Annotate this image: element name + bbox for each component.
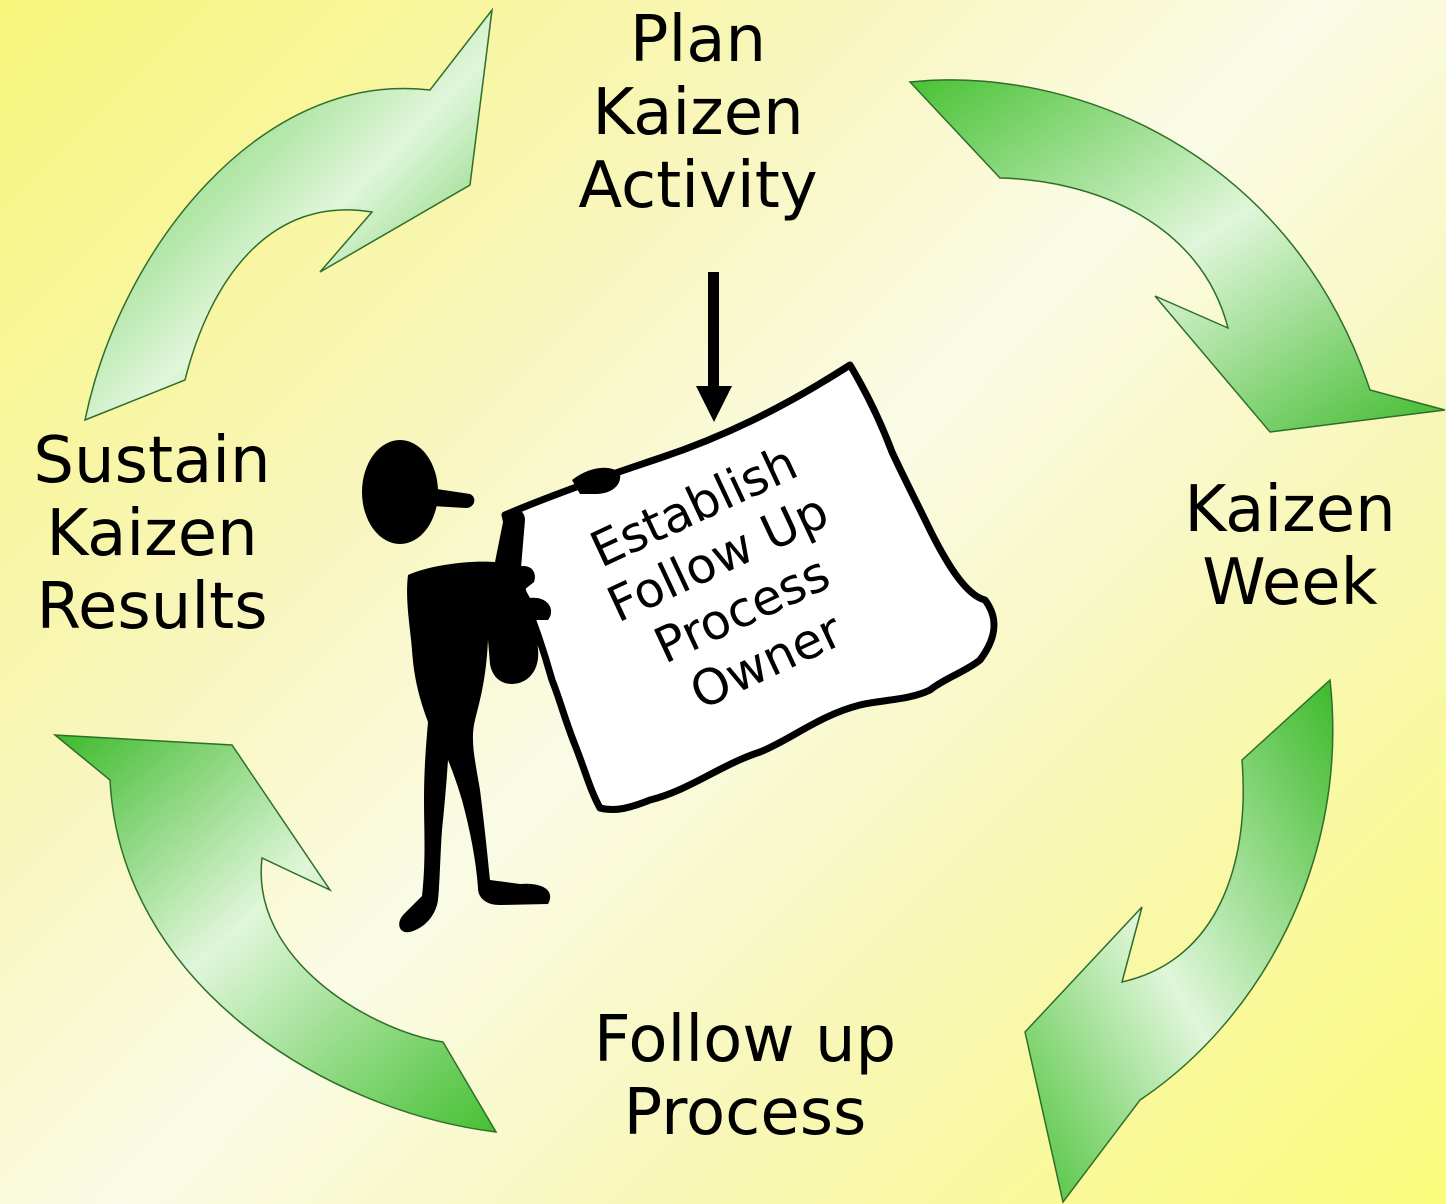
step-plan-line-2: Kaizen — [592, 76, 804, 150]
step-plan-line-1: Plan — [629, 3, 767, 77]
step-plan-kaizen-activity: Plan Kaizen Activity — [548, 4, 848, 223]
step-sustain-line-1: Sustain — [33, 424, 271, 498]
step-kaizen-week: Kaizen Week — [1140, 474, 1440, 620]
presenter-silhouette — [362, 440, 621, 933]
sign-board — [501, 361, 998, 814]
step-follow-up-process: Follow up Process — [545, 1004, 945, 1150]
cycle-arrow-bottom-right — [1024, 678, 1334, 1204]
cycle-arrow-top-left — [83, 7, 494, 422]
step-week-line-2: Week — [1202, 546, 1378, 620]
step-followup-line-1: Follow up — [593, 1003, 897, 1077]
step-sustain-line-3: Results — [36, 570, 268, 644]
step-week-line-1: Kaizen — [1184, 473, 1396, 547]
step-sustain-kaizen-results: Sustain Kaizen Results — [2, 425, 302, 644]
step-sustain-line-2: Kaizen — [46, 497, 258, 571]
down-arrow-icon — [696, 272, 732, 422]
cycle-arrow-top-right — [908, 79, 1446, 433]
step-followup-line-2: Process — [623, 1076, 867, 1150]
cycle-arrow-bottom-left — [52, 734, 498, 1133]
step-plan-line-3: Activity — [578, 149, 818, 223]
